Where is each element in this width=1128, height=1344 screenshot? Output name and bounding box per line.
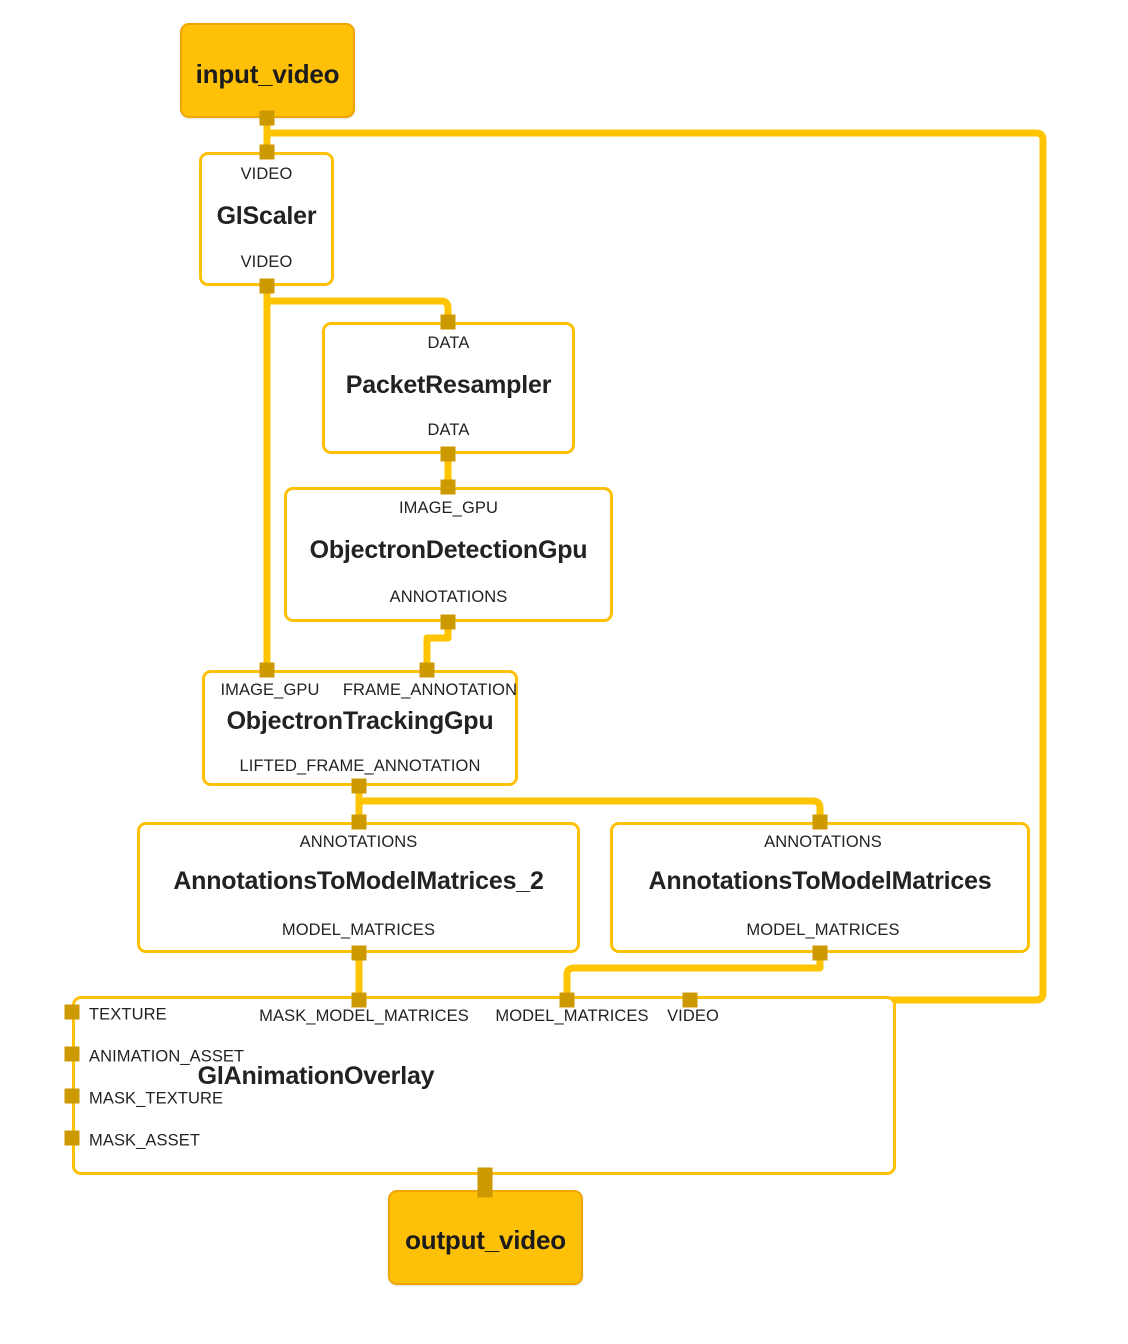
port-label-overlay-in-video: VIDEO	[667, 1007, 719, 1025]
node-objectron-tracking-gpu[interactable]: IMAGE_GPU FRAME_ANNOTATION ObjectronTrac…	[202, 670, 518, 786]
port-overlay-in-mask-model-matrices[interactable]	[351, 992, 367, 1008]
port-input-video-out[interactable]	[259, 110, 275, 126]
port-label-overlay-in-mask-asset: MASK_ASSET	[89, 1131, 201, 1150]
port-label-overlay-in-texture: TEXTURE	[89, 1005, 167, 1024]
node-glscaler-title: GlScaler	[216, 202, 317, 230]
port-overlay-in-texture[interactable]	[64, 1004, 80, 1020]
port-overlay-in-mask-asset[interactable]	[64, 1130, 80, 1146]
port-overlay-in-animation-asset[interactable]	[64, 1046, 80, 1062]
node-objectron-detection-gpu-title: ObjectronDetectionGpu	[309, 536, 588, 564]
port-detection-in-image-gpu[interactable]	[440, 479, 456, 495]
port-label-packetresampler-out-data: DATA	[427, 421, 470, 439]
node-annotations-to-model-matrices-2-title: AnnotationsToModelMatrices_2	[173, 867, 544, 895]
port-overlay-in-mask-texture[interactable]	[64, 1088, 80, 1104]
node-objectron-tracking-gpu-title: ObjectronTrackingGpu	[226, 707, 494, 735]
port-label-tracking-in-frame-annotation: FRAME_ANNOTATION	[342, 681, 518, 699]
node-annotations-to-model-matrices[interactable]: ANNOTATIONS AnnotationsToModelMatrices M…	[610, 822, 1030, 953]
port-label-overlay-in-animation-asset: ANIMATION_ASSET	[89, 1047, 245, 1066]
node-output-video[interactable]: output_video	[388, 1190, 583, 1285]
port-label-overlay-in-mask-model-matrices: MASK_MODEL_MATRICES	[259, 1007, 469, 1025]
port-overlay-in-video[interactable]	[682, 992, 698, 1008]
node-glscaler[interactable]: VIDEO GlScaler VIDEO	[199, 152, 334, 286]
port-label-overlay-in-model-matrices: MODEL_MATRICES	[495, 1007, 649, 1025]
port-detection-out-annotations[interactable]	[440, 614, 456, 630]
port-label-tracking-in-image-gpu: IMAGE_GPU	[220, 681, 320, 699]
port-label-atmm-in-annotations: ANNOTATIONS	[764, 833, 882, 851]
port-overlay-in-model-matrices[interactable]	[559, 992, 575, 1008]
node-gl-animation-overlay-title: GlAnimationOverlay	[197, 1062, 435, 1090]
port-tracking-out-lifted-frame-annotation[interactable]	[351, 778, 367, 794]
port-atmm2-out-model-matrices[interactable]	[351, 945, 367, 961]
port-packetresampler-in-data[interactable]	[440, 314, 456, 330]
port-overlay-out-video[interactable]	[477, 1167, 493, 1183]
port-glscaler-out-video[interactable]	[259, 278, 275, 294]
port-label-tracking-out-lifted: LIFTED_FRAME_ANNOTATION	[239, 757, 481, 775]
node-input-video[interactable]: input_video	[180, 23, 355, 118]
port-label-atmm2-out-model-matrices: MODEL_MATRICES	[281, 921, 436, 939]
port-atmm2-in-annotations[interactable]	[351, 814, 367, 830]
port-output-video-in[interactable]	[477, 1182, 493, 1198]
port-label-overlay-in-mask-texture: MASK_TEXTURE	[89, 1089, 224, 1108]
node-objectron-detection-gpu[interactable]: IMAGE_GPU ObjectronDetectionGpu ANNOTATI…	[284, 487, 613, 622]
port-label-glscaler-out-video: VIDEO	[240, 253, 293, 271]
port-label-atmm2-in-annotations: ANNOTATIONS	[299, 833, 418, 851]
port-tracking-in-image-gpu[interactable]	[259, 662, 275, 678]
node-gl-animation-overlay[interactable]: TEXTURE ANIMATION_ASSET MASK_TEXTURE MAS…	[72, 996, 896, 1175]
port-tracking-in-frame-annotation[interactable]	[419, 662, 435, 678]
node-annotations-to-model-matrices-2[interactable]: ANNOTATIONS AnnotationsToModelMatrices_2…	[137, 822, 580, 953]
port-atmm-in-annotations[interactable]	[812, 814, 828, 830]
port-label-atmm-out-model-matrices: MODEL_MATRICES	[746, 921, 900, 939]
port-packetresampler-out-data[interactable]	[440, 446, 456, 462]
node-packetresampler[interactable]: DATA PacketResampler DATA	[322, 322, 575, 454]
port-label-glscaler-in-video: VIDEO	[240, 165, 293, 183]
port-glscaler-in-video[interactable]	[259, 144, 275, 160]
node-output-video-title: output_video	[405, 1225, 566, 1255]
port-label-detection-out-annotations: ANNOTATIONS	[389, 588, 508, 606]
port-atmm-out-model-matrices[interactable]	[812, 945, 828, 961]
port-label-packetresampler-in-data: DATA	[427, 334, 470, 352]
port-label-detection-in-image-gpu: IMAGE_GPU	[398, 499, 499, 517]
node-input-video-title: input_video	[195, 59, 340, 89]
node-packetresampler-title: PacketResampler	[345, 371, 552, 399]
node-annotations-to-model-matrices-title: AnnotationsToModelMatrices	[648, 867, 992, 895]
